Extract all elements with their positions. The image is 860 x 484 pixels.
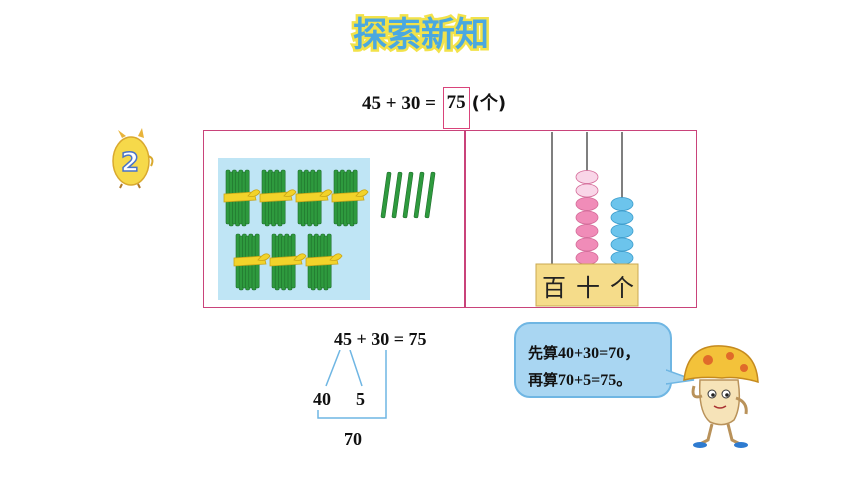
tens-bead	[575, 237, 599, 252]
bubble-line-2-cn: 再算	[528, 371, 559, 389]
stick-icon	[413, 171, 425, 219]
illustration-frame	[203, 130, 697, 308]
split-ones: 5	[356, 389, 365, 409]
sticks-drawing	[223, 169, 436, 291]
abacus-label-hundreds: 百	[542, 274, 566, 302]
equation-1-left: 45 + 30 =	[362, 93, 441, 114]
answer-box: 75	[442, 87, 470, 129]
equation-1: 45 + 30 = 75(个)	[362, 87, 507, 131]
ones-bead	[610, 251, 634, 265]
tens-bead	[575, 197, 599, 211]
stick-icon	[402, 171, 414, 219]
ones-bead	[610, 210, 634, 225]
bubble-line-1-num: 40+30=70，	[558, 345, 641, 362]
bubble-line-1-cn: 先算	[528, 344, 559, 362]
badge-number: 2	[121, 148, 139, 178]
mushroom-mascot-icon	[683, 345, 759, 448]
page-title-text: 探索新知	[353, 15, 489, 55]
split-sum: 70	[344, 429, 362, 449]
stick-bundle-icon	[331, 169, 369, 227]
ones-bead	[610, 197, 634, 211]
abacus-label-ones: 个	[610, 274, 634, 302]
equation-2: 45 + 30 = 75	[334, 329, 427, 349]
bubble-line-2: 再算70+5=75。	[528, 367, 660, 394]
tens-bead	[575, 210, 599, 225]
stick-bundle-icon	[259, 169, 297, 227]
frame-divider	[464, 130, 466, 308]
stick-bundle-icon	[233, 233, 271, 291]
stick-bundle-icon	[305, 233, 343, 291]
tens-bead	[575, 251, 599, 265]
split-brackets	[317, 350, 387, 419]
answer-unit: (个)	[471, 93, 507, 114]
speech-bubble: 先算40+30=70， 再算70+5=75。	[514, 322, 672, 398]
stick-icon	[391, 171, 403, 219]
tens-bead	[575, 183, 599, 198]
stick-bundle-icon	[295, 169, 333, 227]
stick-icon	[380, 171, 392, 219]
bubble-line-2-num: 70+5=75。	[558, 372, 633, 389]
abacus-label-tens: 十	[576, 274, 600, 302]
page-title: 探索新知	[351, 13, 492, 57]
tens-bead	[575, 170, 599, 184]
number-badge-icon: 2	[112, 128, 154, 189]
stick-icon	[424, 171, 436, 219]
abacus-icon: 百 十 个	[535, 132, 639, 307]
split-tens: 40	[313, 389, 331, 409]
ones-bead	[610, 237, 634, 252]
tens-bead	[575, 224, 599, 238]
stick-bundle-icon	[223, 169, 261, 227]
speech-bubble-tail	[666, 369, 695, 385]
ones-bead	[610, 224, 634, 238]
bubble-line-1: 先算40+30=70，	[528, 340, 660, 367]
answer-value: 75	[446, 92, 466, 113]
stick-bundle-icon	[269, 233, 307, 291]
